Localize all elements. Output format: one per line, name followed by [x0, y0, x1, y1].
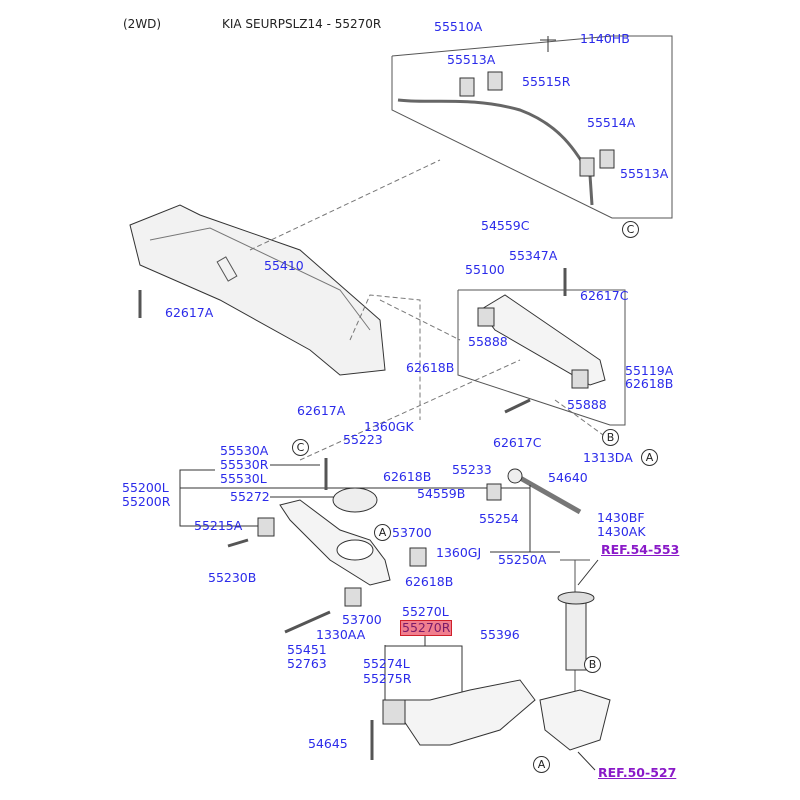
lateral-link [513, 472, 582, 515]
part-label[interactable]: 1140HB [580, 31, 630, 46]
part-label[interactable]: 55223 [343, 432, 383, 447]
part-label[interactable]: 55250A [498, 552, 547, 567]
part-label[interactable]: 55410 [264, 258, 304, 273]
part-label[interactable]: 54640 [548, 470, 588, 485]
part-label[interactable]: 1360GJ [436, 545, 482, 560]
part-label[interactable]: 62618B [405, 574, 454, 589]
part-label[interactable]: 55451 [287, 642, 327, 657]
diagram-title: KIA SEURPSLZ14 - 55270R [222, 17, 382, 31]
callout-b: B [584, 656, 601, 673]
part-label[interactable]: 1330AA [316, 627, 366, 642]
callout-a: A [533, 756, 550, 773]
part-label[interactable]: 55514A [587, 115, 636, 130]
bushing [459, 77, 475, 97]
part-label[interactable]: 55515R [522, 74, 571, 89]
part-label[interactable]: 62618B [625, 376, 674, 391]
part-label[interactable]: 55347A [509, 248, 558, 263]
reference-link[interactable]: REF.54-553 [601, 542, 680, 557]
part-label[interactable]: 55513A [620, 166, 669, 181]
part-label[interactable]: 55274L [363, 656, 410, 671]
part-label[interactable]: 55272 [230, 489, 270, 504]
part-label[interactable]: 55215A [194, 518, 243, 533]
part-label[interactable]: 55200R [122, 494, 171, 509]
part-label[interactable]: 55270L [402, 604, 449, 619]
part-label[interactable]: 53700 [342, 612, 382, 627]
shock-absorber [565, 599, 587, 671]
part-label[interactable]: 54645 [308, 736, 348, 751]
part-label[interactable]: 52763 [287, 656, 327, 671]
part-label[interactable]: 55119A [625, 363, 674, 378]
knuckle [539, 689, 611, 751]
part-label[interactable]: 55510A [434, 19, 483, 34]
part-label[interactable]: 53700 [392, 525, 432, 540]
part-label[interactable]: 55888 [468, 334, 508, 349]
part-label[interactable]: 55530R [220, 457, 269, 472]
lower-arm [279, 499, 391, 586]
part-label[interactable]: 55100 [465, 262, 505, 277]
part-label[interactable]: 55230B [208, 570, 257, 585]
part-label[interactable]: 62618B [406, 360, 455, 375]
part-label[interactable]: 62617A [297, 403, 346, 418]
part-label-selected[interactable]: 55270R [400, 620, 453, 636]
part-label[interactable]: 54559C [481, 218, 530, 233]
part-label[interactable]: 55530L [220, 471, 267, 486]
part-label[interactable]: 62617C [493, 435, 542, 450]
part-label[interactable]: 62618B [383, 469, 432, 484]
part-label[interactable]: 55513A [447, 52, 496, 67]
upper-arm [479, 294, 606, 386]
callout-c: C [622, 221, 639, 238]
part-label[interactable]: 54559B [417, 486, 466, 501]
callout-b: B [602, 429, 619, 446]
part-label[interactable]: 1430BF [597, 510, 645, 525]
part-label[interactable]: 55396 [480, 627, 520, 642]
trailing-arm [389, 679, 536, 746]
part-label[interactable]: 62617C [580, 288, 629, 303]
part-label[interactable]: 1360GK [364, 419, 414, 434]
part-label[interactable]: 55275R [363, 671, 412, 686]
part-label[interactable]: 55888 [567, 397, 607, 412]
variant-label: (2WD) [123, 17, 162, 31]
part-label[interactable]: 62617A [165, 305, 214, 320]
reference-link[interactable]: REF.50-527 [598, 765, 677, 780]
part-label[interactable]: 1430AK [597, 524, 646, 539]
crossmember [129, 204, 386, 376]
part-label[interactable]: 55233 [452, 462, 492, 477]
callout-c: C [292, 439, 309, 456]
part-label[interactable]: 55254 [479, 511, 519, 526]
part-label[interactable]: 55530A [220, 443, 269, 458]
stabilizer-bar [397, 98, 594, 206]
callout-a: A [641, 449, 658, 466]
callout-a: A [374, 524, 391, 541]
part-label[interactable]: 55200L [122, 480, 169, 495]
part-label[interactable]: 1313DA [583, 450, 633, 465]
